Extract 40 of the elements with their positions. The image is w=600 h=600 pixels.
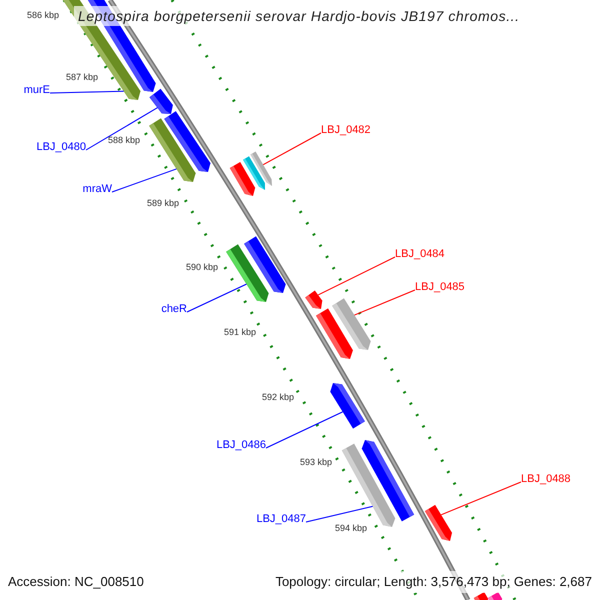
leader-line <box>354 290 416 316</box>
gene-label: LBJ_0485 <box>415 280 465 294</box>
gene-block <box>164 111 210 172</box>
position-label: 592 kbp <box>262 392 294 403</box>
position-label: 591 kbp <box>224 327 256 338</box>
info-text: Topology: circular; Length: 3,576,473 bp; Genes: 2,687 <box>275 573 592 592</box>
gene-label: murE <box>24 83 50 97</box>
gene-label: LBJ_0488 <box>521 472 571 486</box>
gene-label: LBJ_0486 <box>216 438 266 452</box>
position-label: 588 kbp <box>108 135 140 146</box>
gene-label: LBJ_0487 <box>256 512 306 526</box>
gene-block <box>305 290 322 309</box>
leader-line <box>186 284 247 312</box>
leader-line <box>318 256 396 296</box>
info-text: Accession: NC_008510 <box>8 573 144 592</box>
gene-label: LBJ_0482 <box>321 123 371 137</box>
leader-line <box>266 411 344 448</box>
position-label: 590 kbp <box>186 262 218 273</box>
position-label: 589 kbp <box>147 198 180 209</box>
gene-block <box>332 298 371 350</box>
leader-line <box>50 90 124 94</box>
gene-label: mraW <box>82 182 112 196</box>
position-label: 587 kbp <box>66 72 98 83</box>
gene-block <box>424 504 452 541</box>
leader-line <box>112 168 177 192</box>
gene-block <box>330 383 365 429</box>
gene-block <box>250 152 272 186</box>
leader-line <box>86 107 158 150</box>
gene-label: LBJ_0484 <box>395 247 445 261</box>
leader-line <box>262 132 322 166</box>
leader-line <box>306 506 374 522</box>
gene-label: cheR <box>161 302 187 316</box>
gene-block <box>362 440 414 522</box>
gene-block <box>244 236 286 293</box>
gene-block <box>149 88 173 114</box>
position-label: 586 kbp <box>27 10 60 21</box>
gene-label: LBJ_0480 <box>36 140 86 154</box>
position-label: 593 kbp <box>300 457 332 468</box>
position-label: 594 kbp <box>335 523 368 534</box>
leader-line <box>440 482 522 516</box>
